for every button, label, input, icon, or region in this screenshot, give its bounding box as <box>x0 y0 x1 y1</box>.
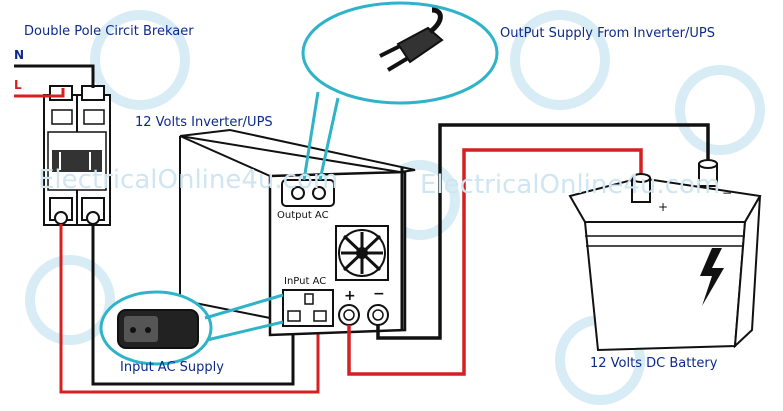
output-plug-callout <box>301 1 499 181</box>
battery-minus-label: − <box>722 186 733 200</box>
battery-title: 12 Volts DC Battery <box>590 356 718 371</box>
output-supply-label: OutPut Supply From Inverter/UPS <box>500 26 715 41</box>
dc-plus-label: + <box>344 288 356 304</box>
live-label: L <box>14 78 22 92</box>
dc-wires <box>347 123 710 376</box>
input-ac-supply-label: Input AC Supply <box>120 360 224 375</box>
supply-wires <box>14 64 95 98</box>
double-pole-breaker <box>43 85 111 226</box>
battery <box>568 159 762 352</box>
plug-icon <box>379 7 444 72</box>
neutral-label: N <box>14 48 25 62</box>
watermark-left: ElectricalOnline4u.com <box>38 165 339 195</box>
input-connector-callout <box>99 290 284 366</box>
battery-plus-label: + <box>658 200 669 214</box>
breaker-title: Double Pole Circit Brekaer <box>24 24 194 39</box>
input-ac-label: InPut AC <box>284 276 327 287</box>
watermark-right: ElectricalOnline4u.com <box>420 170 721 200</box>
iec-connector-icon <box>117 309 199 349</box>
inverter-title: 12 Volts Inverter/UPS <box>135 115 273 130</box>
output-ac-label: Output AC <box>277 210 329 221</box>
input-wires <box>59 224 320 394</box>
inverter-ups <box>179 128 416 337</box>
dc-minus-label: − <box>373 286 385 302</box>
